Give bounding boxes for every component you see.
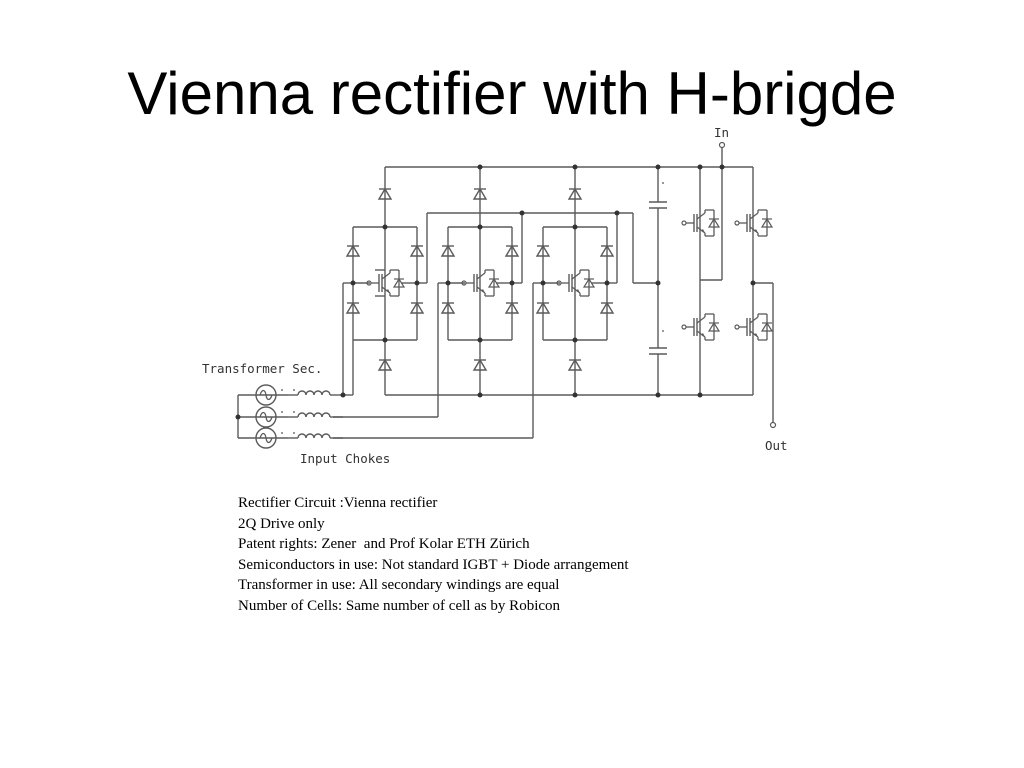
transformer-label: Transformer Sec.	[202, 361, 322, 376]
circuit-schematic: In Out Transformer Sec. Input Chokes	[202, 125, 788, 466]
out-label: Out	[765, 438, 788, 453]
note-line: Patent rights: Zener and Prof Kolar ETH …	[238, 536, 530, 552]
terminals	[718, 141, 777, 429]
note-line: Number of Cells: Same number of cell as …	[238, 597, 561, 614]
note-line: Rectifier Circuit :Vienna rectifier	[238, 495, 438, 511]
note-line: 2Q Drive only	[238, 515, 325, 532]
in-label: In	[714, 125, 729, 140]
junction-dots	[235, 164, 756, 420]
note-line: Semiconductors in use: Not standard IGBT…	[238, 556, 629, 573]
notes-list: Rectifier Circuit :Vienna rectifier 2Q D…	[238, 493, 798, 616]
chokes-label: Input Chokes	[300, 451, 390, 466]
igbts	[366, 209, 773, 341]
slide-title: Vienna rectifier with H-brigde	[127, 60, 897, 127]
chokes	[288, 385, 343, 442]
note-line: Transformer in use: All secondary windin…	[238, 577, 560, 593]
polarity-marks	[281, 182, 664, 434]
